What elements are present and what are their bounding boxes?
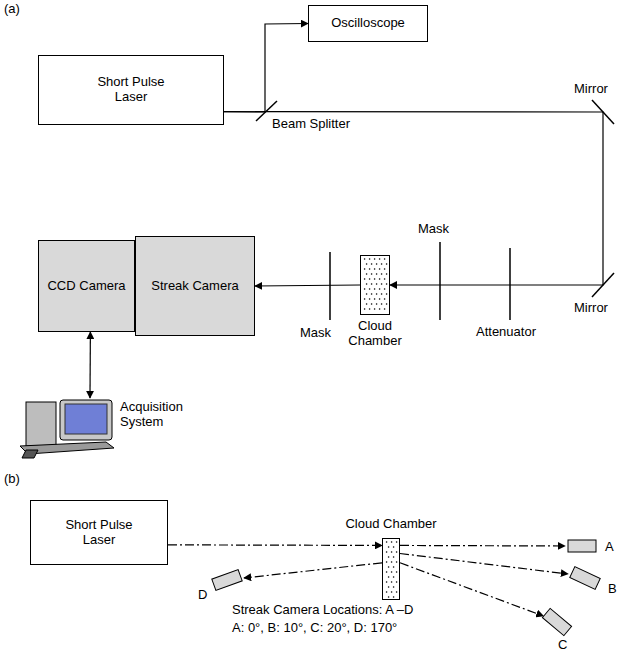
- beam-path: [244, 563, 382, 578]
- beam-path: [255, 285, 360, 286]
- mask: [439, 242, 441, 320]
- part-label: Attenuator: [476, 325, 536, 340]
- process-box: Short Pulse Laser: [30, 500, 168, 565]
- beam-path: [224, 24, 308, 113]
- box-label: Streak Camera: [151, 279, 238, 294]
- process-box: Oscilloscope: [308, 5, 428, 42]
- computer-icon: [20, 398, 120, 460]
- chamber-outline: [360, 255, 390, 315]
- part-label: (a): [4, 2, 20, 17]
- box-label: CCD Camera: [47, 279, 125, 294]
- camera-shape: [565, 536, 599, 556]
- beam-path: [400, 554, 568, 575]
- camera-shape: [540, 612, 574, 632]
- beam-path: [168, 544, 382, 546]
- position-letter: C: [558, 638, 567, 653]
- computer-icon: Acquisition System: [20, 398, 220, 460]
- streak-camera: C: [540, 612, 574, 632]
- cloud-chamber: Cloud Chamber: [382, 538, 400, 600]
- attenuator: [509, 248, 511, 320]
- box-label: Short Pulse Laser: [81, 75, 181, 105]
- camera-shape: [568, 568, 602, 588]
- part-label: (b): [4, 472, 20, 487]
- chamber-outline: [382, 538, 400, 600]
- part-label: A: 0°, B: 10°, C: 20°, D: 170°: [232, 621, 397, 636]
- streak-camera: B: [568, 568, 602, 588]
- beam-path: [400, 563, 543, 616]
- box-label: Acquisition System: [120, 400, 200, 430]
- camera-shape: [210, 570, 244, 590]
- camera-box: Streak Camera: [135, 236, 255, 336]
- part-label: Mirror: [574, 82, 608, 97]
- box-label: Short Pulse Laser: [54, 518, 144, 548]
- camera-box: CCD Camera: [38, 240, 135, 332]
- box-label: Oscilloscope: [331, 16, 405, 31]
- process-box: Short Pulse Laser: [38, 55, 224, 125]
- part-label: Mirror: [574, 301, 608, 316]
- chamber-label: Cloud Chamber: [343, 319, 407, 349]
- position-letter: B: [608, 582, 617, 597]
- beam-path: [224, 112, 603, 285]
- chamber-label: Cloud Chamber: [345, 517, 436, 532]
- streak-camera: D: [210, 570, 244, 590]
- beam-path: [400, 545, 565, 547]
- cloud-chamber: Cloud Chamber: [360, 255, 390, 315]
- part-label: Streak Camera Locations: A –D: [232, 603, 413, 618]
- part-label: Mask: [418, 222, 449, 237]
- part-label: Mask: [300, 326, 331, 341]
- part-label: Beam Splitter: [272, 117, 350, 132]
- streak-camera: A: [565, 536, 599, 556]
- position-letter: D: [198, 588, 207, 603]
- mask: [329, 252, 331, 320]
- beam-path: [89, 332, 91, 398]
- position-letter: A: [605, 540, 614, 555]
